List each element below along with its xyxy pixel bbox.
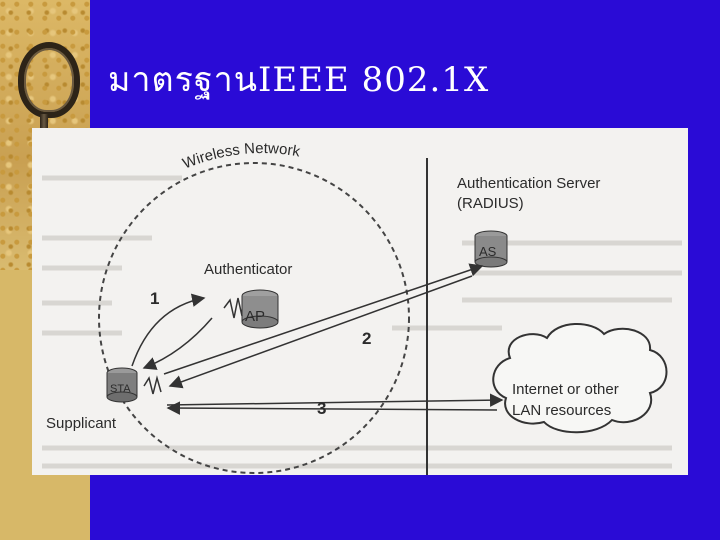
authenticator-label: Authenticator <box>204 261 292 278</box>
access-point-node: AP <box>242 290 278 328</box>
ap-node-label: AP <box>245 308 265 325</box>
wireless-network-label: Wireless Network <box>180 140 302 172</box>
step3-arrow-to-internet <box>167 400 502 405</box>
step-1-label: 1 <box>150 289 159 308</box>
step3-arrow-to-supplicant <box>168 408 497 410</box>
step-3-label: 3 <box>317 399 326 418</box>
internet-label-line1: Internet or other <box>512 381 619 398</box>
slide-title: มาตรฐานIEEE 802.1X <box>108 52 489 106</box>
supplicant-radio-signal-icon <box>144 378 161 394</box>
internet-label-line2: LAN resources <box>512 402 611 419</box>
authentication-server-node: AS <box>475 231 507 267</box>
network-diagram: Wireless Network Authentication Server (… <box>32 128 688 475</box>
diagram-canvas: Wireless Network Authentication Server (… <box>32 128 688 475</box>
step2-arrow-to-server <box>164 266 482 374</box>
sta-node-label: STA <box>110 383 131 395</box>
supplicant-label: Supplicant <box>46 415 117 432</box>
ap-radio-signal-icon <box>224 298 242 318</box>
ring-handle-icon <box>18 42 80 118</box>
radius-label: (RADIUS) <box>457 195 524 212</box>
authentication-server-label: Authentication Server <box>457 175 600 192</box>
step-2-label: 2 <box>362 329 371 348</box>
supplicant-station-node: STA <box>107 368 137 402</box>
as-node-label: AS <box>479 244 497 259</box>
